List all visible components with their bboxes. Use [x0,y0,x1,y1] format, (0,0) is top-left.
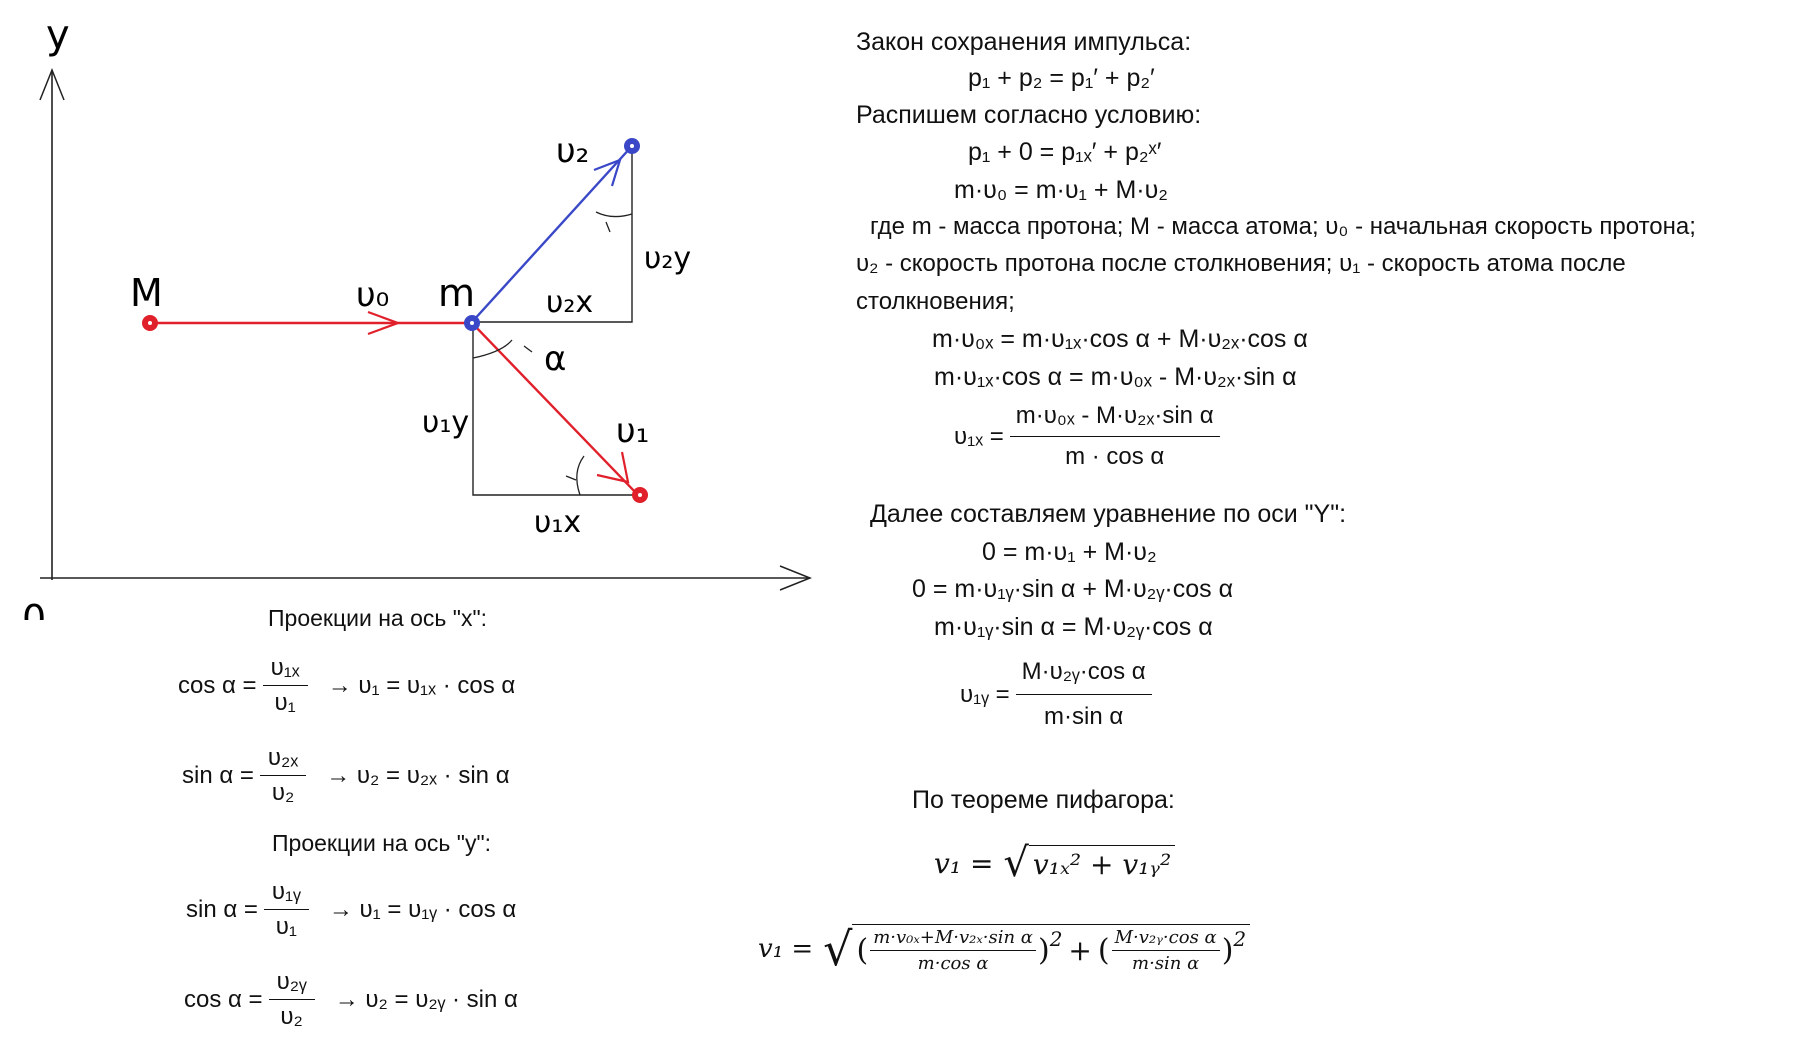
formula-v1x-lhs: υ₁ₓ = [954,422,1004,450]
line-y-eq-2: 0 = m·υ₁ᵧ·sin α + M·υ₂ᵧ·cos α [912,575,1234,603]
alpha-tick-m [523,345,533,353]
v1-projection-lines [472,322,638,496]
line-momentum-eq: p₁ + p₂ = p₁′ + p₂′ [968,64,1155,92]
label-v1: υ₁ [616,411,649,451]
proj-x-r2-den: υ₂ [271,779,295,806]
proj-y-r1-den: υ₁ [275,913,297,940]
label-v0: υ₀ [356,275,389,315]
line-where-1: где m - масса протона; M - масса атома; … [870,213,1696,240]
sqrt-icon: √ [1003,840,1029,886]
label-v1x: υ₁x [534,505,581,540]
formula-v1x: υ₁ₓ = m·υ₀ₓ - M·υ₂ₓ·sin α m · cos α [954,402,1226,471]
v2-arrow-icon [593,158,622,187]
proj-y-r1-num: υ₁ᵧ [263,878,309,910]
label-v2: υ₂ [556,131,589,171]
proj-x-title: Проекции на ось "x": [268,605,487,631]
line-mv-eq: m·υ₀ = m·υ₁ + M·υ₂ [954,176,1168,204]
label-alpha: α [544,339,566,379]
alpha-tick-top [605,221,611,233]
formula-v1x-num: m·υ₀ₓ - M·υ₂ₓ·sin α [1009,402,1220,437]
line-momentum-law: Закон сохранения импульса: [856,28,1192,56]
line-y-eq-1: 0 = m·υ₁ + M·υ₂ [982,538,1157,566]
formula-v1y-lhs: υ₁ᵧ = [960,680,1010,708]
pyth2-b-sq: 2 [1233,927,1247,951]
y-axis-arrow-icon [39,67,65,101]
label-v2y: υ₂y [644,241,691,276]
proj-x-row-2: sin α = υ₂ₓ υ₂ → υ₂ = υ₂ₓ · sin α [182,744,510,807]
proj-y-row-2: cos α = υ₂ᵧ υ₂ → υ₂ = υ₂ᵧ · sin α [184,968,518,1031]
proj-y-r2-den: υ₂ [280,1003,303,1030]
pyth2-a-den: m·cos α [917,953,989,974]
proj-x-r1-num: υ₁ₓ [262,654,308,686]
proj-y-r2-lhs: cos α = [184,985,263,1013]
v0-arrow-icon [367,310,402,336]
proj-x-r1-rhs: → υ₁ = υ₁ₓ · cos α [327,671,516,699]
formula-v1y: υ₁ᵧ = M·υ₂ᵧ·cos α m·sin α [960,658,1158,731]
proj-x-r2-num: υ₂ₓ [259,744,307,776]
alpha-arc-bottom [576,455,585,496]
pyth2-b-num: M·v₂ᵧ·cos α [1111,927,1220,951]
formula-pythagoras-1: v₁ = √v₁ₓ² + v₁ᵧ² [934,840,1176,886]
sqrt-icon-2: √ [823,922,853,976]
proj-x-row-1: cos α = υ₁ₓ υ₁ → υ₁ = υ₁ₓ · cos α [178,654,515,717]
proj-x-r2-lhs: sin α = [182,761,254,789]
vector-diagram: y x 0 M m υ₀ υ₂ υ₂y υ₂x α υ₁y υ₁ υ₁x [22,12,813,620]
alpha-tick-bottom [565,475,577,481]
line-where-3: столкновения; [856,288,1015,315]
pyth1-radicand: v₁ₓ² + v₁ᵧ² [1028,845,1176,881]
axis-y-label: y [46,12,70,58]
line-x-eq-2: m·υ₁ₓ·cos α = m·υ₀ₓ - M·υ₂ₓ·sin α [934,363,1297,391]
pyth1-lhs: v₁ = [934,846,994,880]
line-pythagoras: По теореме пифагора: [912,786,1175,814]
pyth2-lhs: v₁ = [758,934,814,964]
line-expand-eq: p₁ + 0 = p₁ₓ′ + p₂ˣ′ [968,138,1162,166]
proj-y-r2-num: υ₂ᵧ [268,968,315,1000]
proj-x-r1-lhs: cos α = [178,671,257,699]
formula-v1y-den: m·sin α [1044,703,1124,730]
line-y-eq-3: m·υ₁ᵧ·sin α = M·υ₂ᵧ·cos α [934,613,1213,641]
v1-vector [472,323,639,496]
v1-arrow-icon [596,451,630,484]
v2-vector [471,145,633,323]
label-m: m [438,271,475,315]
proj-x-r2-rhs: → υ₂ = υ₂ₓ · sin α [326,761,510,789]
proj-x-r1-den: υ₁ [274,689,296,716]
proj-y-r2-rhs: → υ₂ = υ₂ᵧ · sin α [334,985,518,1013]
proj-y-r1-rhs: → υ₁ = υ₁ᵧ · cos α [328,895,517,923]
formula-v1x-den: m · cos α [1065,443,1165,470]
pyth2-b-den: m·sin α [1132,953,1200,974]
pyth2-a-num: m·v₀ₓ+M·v₂ₓ·sin α [870,927,1036,951]
line-y-intro: Далее составляем уравнение по оси "Y": [870,500,1347,528]
alpha-arc-top [595,211,633,218]
proj-y-row-1: sin α = υ₁ᵧ υ₁ → υ₁ = υ₁ᵧ · cos α [186,878,516,941]
proj-y-title: Проекции на ось "y": [272,830,491,856]
x-axis-arrow-icon [779,565,813,591]
label-v1y: υ₁y [422,405,469,440]
line-expand: Распишем согласно условию: [856,101,1202,129]
label-M: M [130,271,163,315]
origin-label: 0 [22,597,46,620]
pyth2-a-sq: 2 [1049,927,1063,951]
label-v2x: υ₂x [546,285,593,320]
proj-y-r1-lhs: sin α = [186,895,258,923]
line-where-2: υ₂ - скорость протона после столкновения… [856,250,1626,277]
formula-v1y-num: M·υ₂ᵧ·cos α [1015,658,1152,695]
v2-projection-lines [472,146,633,323]
line-x-eq-1: m·υ₀ₓ = m·υ₁ₓ·cos α + M·υ₂ₓ·cos α [932,325,1308,353]
alpha-arc-m [472,339,513,359]
